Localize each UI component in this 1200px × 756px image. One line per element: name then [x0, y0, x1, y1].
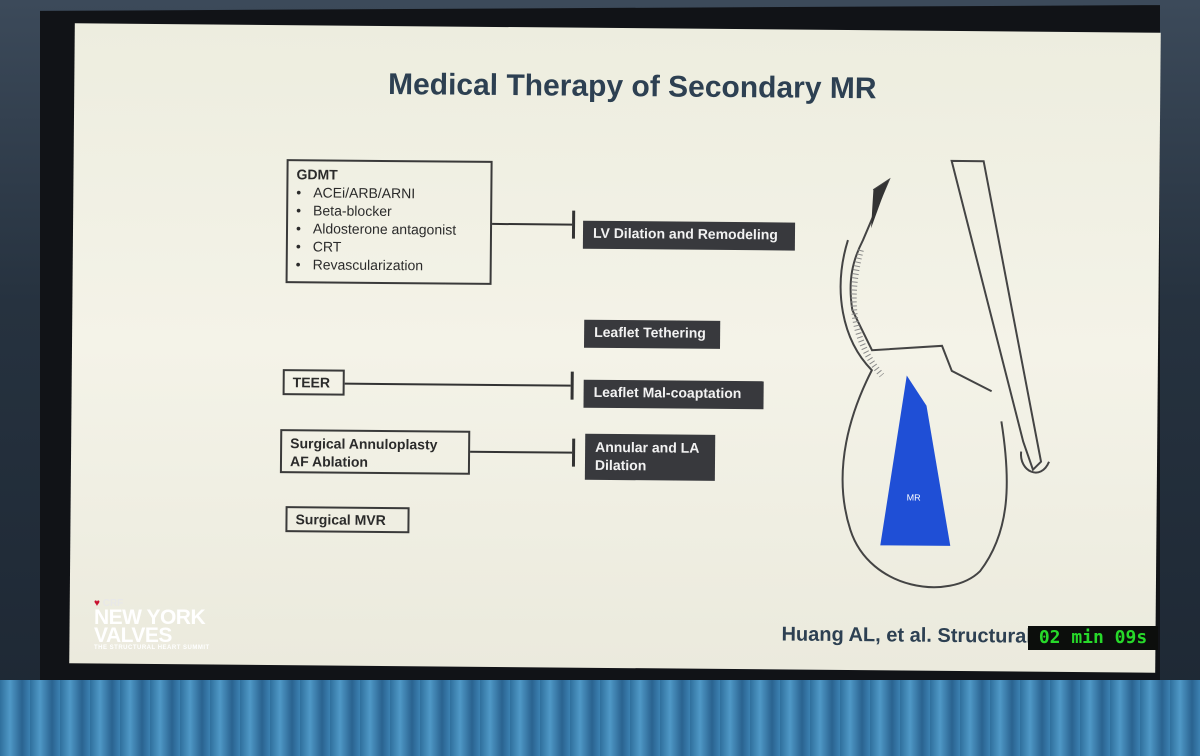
gdmt-list: ACEi/ARB/ARNI Beta-blocker Aldosterone a… — [296, 183, 483, 275]
heart-diagram: MR — [839, 159, 1050, 589]
gdmt-item: CRT — [296, 237, 482, 257]
logo-line1: NEW YORK — [94, 606, 206, 629]
leaflet-tethering-label: Leaflet Tethering — [584, 319, 721, 349]
gdmt-inhibit-bar — [571, 210, 576, 239]
surgical-mvr-box: Surgical MVR — [285, 506, 410, 534]
annuloplasty-inhibit-bar — [571, 438, 576, 467]
heart-icon: ♥ — [94, 598, 100, 609]
gdmt-item: Beta-blocker — [296, 201, 482, 221]
ventricle-outline — [839, 239, 1008, 589]
teer-inhibit-line — [344, 382, 571, 387]
mr-jet — [880, 375, 951, 546]
surgical-annuloplasty-box: Surgical Annuloplasty AF Ablation — [279, 429, 471, 475]
surgical-annuloplasty-label: Surgical Annuloplasty — [290, 435, 438, 453]
annular-label-line1: Annular and LA — [595, 438, 700, 456]
chordae-curl — [1020, 451, 1050, 474]
teer-box: TEER — [282, 369, 345, 396]
gdmt-inhibit-line — [492, 222, 573, 226]
leaflet-malcoaptation-label: Leaflet Mal-coaptation — [583, 379, 764, 410]
gdmt-item: ACEi/ARB/ARNI — [296, 183, 482, 203]
countdown-timer: 02 min 09s — [1028, 626, 1158, 650]
papillary-muscle-outline — [950, 159, 1043, 472]
crf-text: CRF — [102, 598, 124, 609]
slide: Medical Therapy of Secondary MR GDMT ACE… — [69, 23, 1161, 673]
wall-texture — [850, 249, 885, 378]
stage-curtain — [0, 680, 1200, 756]
leaflet-tip — [871, 180, 889, 229]
new-york-valves-logo: ♥ CRF NEW YORK VALVES THE STRUCTURAL HEA… — [94, 598, 210, 651]
gdmt-item: Revascularization — [296, 255, 482, 275]
logo-tagline: THE STRUCTURAL HEART SUMMIT — [94, 645, 210, 651]
annuloplasty-inhibit-line — [470, 450, 573, 454]
annular-label-line2: Dilation — [594, 456, 647, 474]
gdmt-item: Aldosterone antagonist — [296, 219, 482, 239]
logo-line2: VALVES — [94, 624, 172, 647]
mr-jet-label: MR — [907, 493, 922, 503]
gdmt-heading: GDMT — [296, 166, 338, 183]
annular-la-dilation-label: Annular and LA Dilation — [584, 433, 716, 481]
teer-inhibit-bar — [570, 371, 574, 400]
af-ablation-label: AF Ablation — [289, 453, 369, 470]
crf-mark: ♥ CRF — [94, 598, 210, 609]
gdmt-box: GDMT ACEi/ARB/ARNI Beta-blocker Aldoster… — [285, 159, 493, 285]
lv-dilation-label: LV Dilation and Remodeling — [582, 220, 796, 251]
slide-title: Medical Therapy of Secondary MR — [387, 68, 877, 106]
anterior-leaflet — [849, 177, 993, 393]
